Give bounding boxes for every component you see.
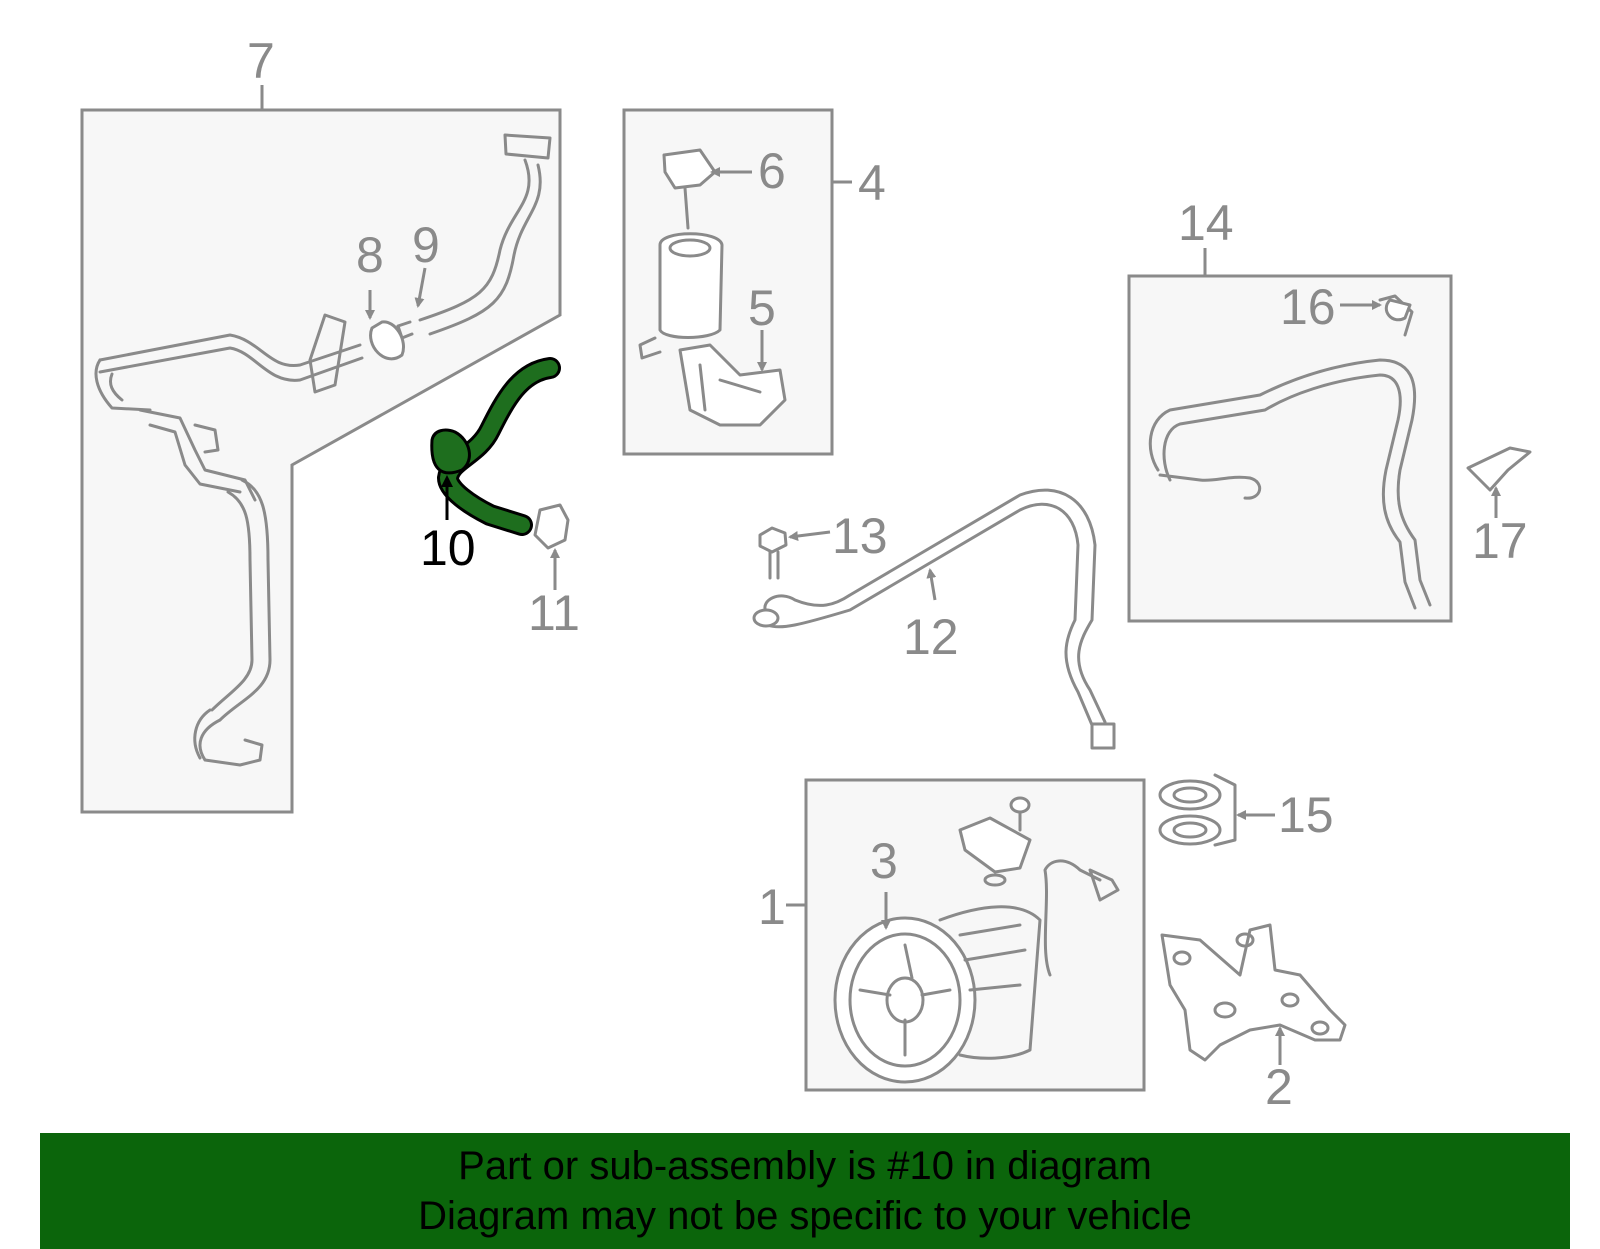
banner-line-part: Part or sub-assembly is #10 in diagram xyxy=(458,1144,1152,1188)
callout-7: 7 xyxy=(247,33,275,89)
callout-2: 2 xyxy=(1265,1059,1293,1115)
callout-8: 8 xyxy=(356,227,384,283)
part-11-clamp xyxy=(533,503,570,550)
part-2-bracket xyxy=(1160,923,1347,1062)
callout-4: 4 xyxy=(858,155,886,211)
callout-5: 5 xyxy=(748,280,776,336)
callout-3: 3 xyxy=(870,833,898,889)
part-13-bolt xyxy=(758,526,788,580)
callout-12: 12 xyxy=(903,609,959,665)
part-15-gaskets xyxy=(1158,773,1237,847)
callout-13: 13 xyxy=(832,508,888,564)
part-10-hose xyxy=(430,357,561,536)
assembly-4-panel: 4 xyxy=(622,108,886,456)
assembly-7-panel: 7 xyxy=(80,33,562,814)
callout-10: 10 xyxy=(420,520,476,576)
callout-16: 16 xyxy=(1280,279,1336,335)
part-17-clip xyxy=(1466,446,1532,492)
callout-11: 11 xyxy=(528,585,580,641)
assembly-14-panel: 14 xyxy=(1127,195,1453,623)
info-banner: Part or sub-assembly is #10 in diagram D… xyxy=(40,1133,1570,1249)
part-12-hose xyxy=(752,488,1116,750)
callout-15: 15 xyxy=(1278,787,1334,843)
callout-17: 17 xyxy=(1472,513,1528,569)
callout-1: 1 xyxy=(758,879,786,935)
callout-9: 9 xyxy=(412,217,440,273)
assembly-1-panel: 1 xyxy=(758,778,1146,1092)
callout-14: 14 xyxy=(1178,195,1234,251)
callout-6: 6 xyxy=(758,143,786,199)
banner-line-disclaimer: Diagram may not be specific to your vehi… xyxy=(418,1194,1192,1238)
